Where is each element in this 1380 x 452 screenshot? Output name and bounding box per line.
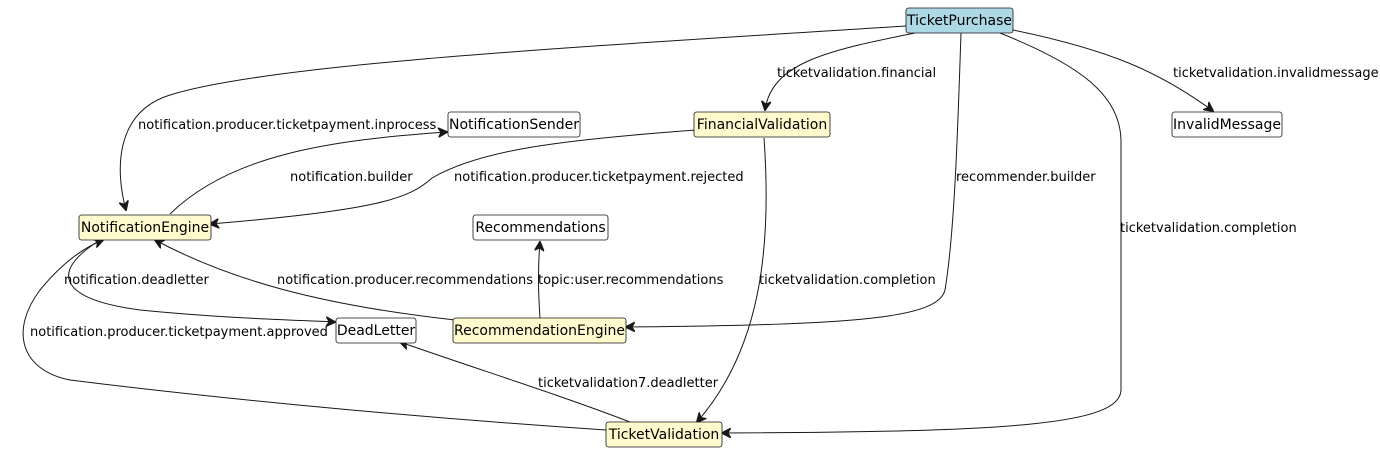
node-ticket-purchase[interactable]: TicketPurchase	[905, 7, 1014, 34]
label-approved: notification.producer.ticketpayment.appr…	[30, 325, 328, 340]
node-recommendation-engine-label: RecommendationEngine	[454, 323, 625, 339]
node-ticket-validation-label: TicketValidation	[608, 427, 720, 443]
node-notification-engine-label: NotificationEngine	[81, 220, 209, 236]
label-producer-recommendations: notification.producer.recommendations	[277, 273, 533, 288]
label-completion-purchase: ticketvalidation.completion	[1120, 221, 1297, 236]
edge-rejected	[210, 129, 697, 224]
node-notification-sender[interactable]: NotificationSender	[447, 111, 581, 138]
node-notification-sender-label: NotificationSender	[449, 117, 579, 133]
edge-inprocess	[120, 25, 907, 210]
node-recommendations-label: Recommendations	[475, 220, 605, 236]
label-notification-builder: notification.builder	[290, 170, 413, 185]
node-invalid-message[interactable]: InvalidMessage	[1171, 111, 1283, 138]
edge-completion-purchase	[722, 32, 1122, 433]
label-inprocess: notification.producer.ticketpayment.inpr…	[138, 118, 437, 133]
label-user-recommendations: topic:user.recommendations	[538, 273, 724, 288]
nodes: TicketPurchase NotificationSender Financ…	[78, 7, 1283, 448]
node-financial-validation[interactable]: FinancialValidation	[693, 111, 831, 138]
edge-invalidmessage	[1012, 29, 1213, 111]
node-recommendations[interactable]: Recommendations	[472, 214, 609, 241]
label-notif-deadletter: notification.deadletter	[64, 273, 210, 288]
node-notification-engine[interactable]: NotificationEngine	[78, 214, 212, 241]
edge-user-recommendations	[539, 242, 541, 319]
node-recommendation-engine[interactable]: RecommendationEngine	[452, 317, 627, 344]
node-invalid-message-label: InvalidMessage	[1173, 117, 1281, 133]
node-financial-validation-label: FinancialValidation	[697, 117, 827, 133]
edge-labels: ticketvalidation.financial ticketvalidat…	[30, 66, 1379, 391]
edge-completion-financial	[697, 137, 767, 422]
label-recommender-builder: recommender.builder	[956, 170, 1096, 185]
edge-notif-deadletter	[68, 239, 335, 322]
edge-notification-builder	[169, 132, 447, 215]
node-ticket-purchase-label: TicketPurchase	[906, 13, 1012, 29]
edge-producer-recommendations	[155, 240, 456, 321]
edge-deadletter7	[400, 342, 631, 423]
edge-financial	[765, 32, 916, 110]
node-ticket-validation[interactable]: TicketValidation	[605, 421, 723, 448]
label-completion-financial: ticketvalidation.completion	[759, 273, 936, 288]
node-dead-letter-label: DeadLetter	[337, 323, 416, 339]
edge-recommender-builder	[626, 32, 962, 327]
label-deadletter7: ticketvalidation7.deadletter	[538, 376, 719, 391]
node-dead-letter[interactable]: DeadLetter	[335, 317, 417, 344]
label-financial: ticketvalidation.financial	[777, 66, 936, 81]
edge-approved	[22, 240, 607, 431]
edges	[22, 25, 1213, 433]
label-invalidmessage: ticketvalidation.invalidmessage	[1173, 66, 1379, 81]
label-rejected: notification.producer.ticketpayment.reje…	[454, 170, 744, 185]
